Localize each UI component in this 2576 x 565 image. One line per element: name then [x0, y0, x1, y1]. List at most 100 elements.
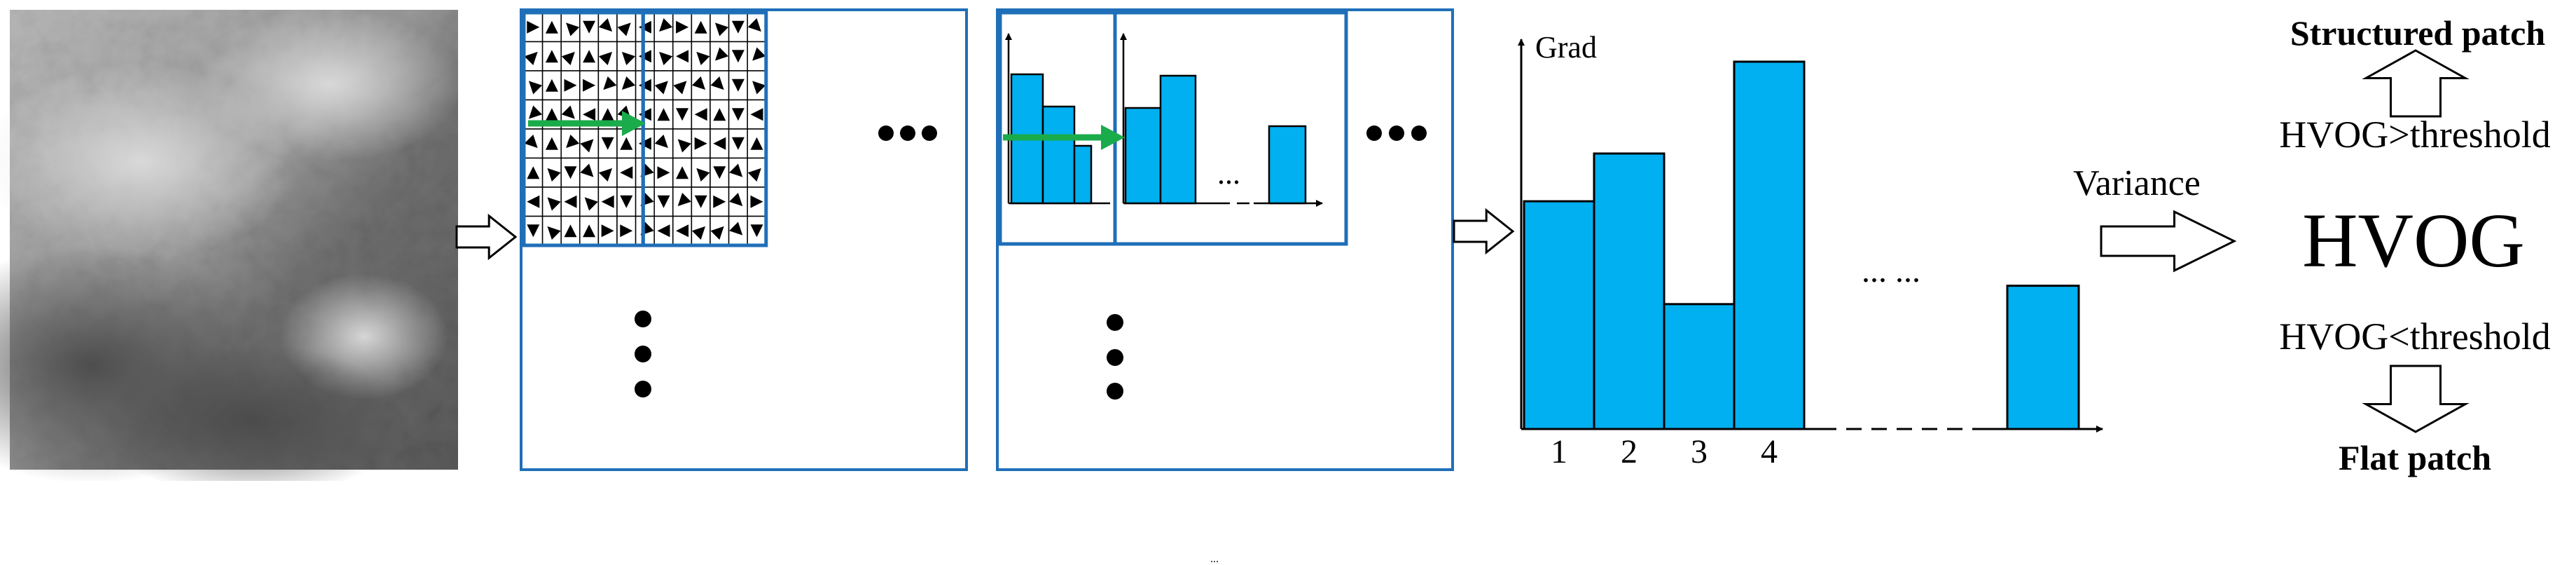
orientation-arrow: [583, 108, 596, 121]
orientation-arrow: [583, 20, 596, 34]
orientation-arrow: [527, 166, 540, 179]
orientation-arrow: [583, 50, 596, 63]
orientation-arrow: [676, 50, 689, 63]
vertical-dot: [635, 346, 651, 362]
main-x-tick-label: 1: [1551, 433, 1567, 470]
orientation-arrow: [657, 195, 670, 208]
up-block-arrow: [2362, 49, 2470, 118]
orientation-arrow: [713, 166, 726, 179]
orientation-arrow: [676, 166, 689, 179]
orientation-arrow: [713, 137, 726, 150]
orientation-arrow: [547, 197, 561, 211]
orientation-arrow: [676, 224, 689, 238]
vertical-dot: [1107, 314, 1123, 331]
orientation-arrow: [564, 195, 577, 208]
orientation-arrow: [638, 79, 651, 92]
orientation-arrow: [752, 47, 766, 61]
orientation-arrow: [714, 47, 729, 61]
lower-condition-label: HVOG<threshold: [2279, 315, 2550, 358]
ellipsis-dot: [900, 125, 915, 141]
orientation-arrow: [731, 20, 745, 34]
variance-label: Variance: [2073, 163, 2201, 203]
orientation-arrow: [713, 195, 726, 208]
orientation-arrow: [638, 108, 651, 121]
orientation-arrow: [731, 79, 745, 92]
image-patch: [0, 7, 462, 498]
orientation-arrow: [750, 195, 763, 208]
orientation-arrow: [638, 137, 651, 150]
down-block-arrow: [2362, 365, 2470, 433]
orientation-arrow: [564, 224, 577, 238]
main-y-label: Grad: [1535, 30, 1597, 64]
orientation-arrow: [547, 226, 561, 240]
orientation-arrow: [752, 81, 766, 95]
orientation-arrow: [729, 193, 743, 207]
orientation-arrow: [713, 108, 726, 121]
mini2-bar: [1124, 107, 1162, 205]
orientation-arrow: [750, 137, 763, 150]
main-gap-ellipsis: ... ...: [1862, 252, 1920, 290]
main-hist-bar: [1733, 60, 1806, 430]
orientation-arrow: [750, 108, 763, 121]
block-arrow-2: [1453, 207, 1515, 255]
orientation-arrow: [694, 137, 707, 150]
orientation-arrow: [620, 195, 633, 208]
mini-hist-ellipsis: ...: [1217, 156, 1240, 191]
orientation-arrow: [527, 195, 540, 208]
orientation-arrow: [657, 166, 670, 179]
orientation-arrow: [564, 79, 577, 92]
main-hist-bar: [2006, 285, 2080, 430]
cell-block-2: [641, 11, 768, 247]
structured-patch-label: Structured patch: [2290, 13, 2546, 53]
orientation-arrow: [601, 224, 614, 238]
main-x-tick-label: 2: [1621, 433, 1637, 470]
mini2-bar: [1159, 74, 1197, 205]
orientation-arrow: [657, 224, 670, 238]
main-hist-bar: [1663, 303, 1736, 430]
orientation-arrow: [729, 163, 743, 177]
panel3-frame: [996, 8, 1454, 471]
grid-cell: [579, 12, 600, 43]
orientation-arrow: [601, 137, 614, 150]
orientation-arrow: [584, 197, 598, 211]
upper-condition-label: HVOG>threshold: [2279, 114, 2550, 156]
orientation-arrow: [747, 168, 761, 182]
hvog-label: HVOG: [2302, 198, 2525, 283]
mini1-bar: [1073, 144, 1093, 205]
hist-block-2: [1113, 11, 1348, 246]
orientation-arrow: [714, 22, 729, 36]
orientation-arrow: [731, 137, 745, 150]
ellipsis-dot: [1389, 125, 1404, 141]
orientation-arrow: [710, 226, 724, 240]
orientation-arrow: [729, 222, 743, 236]
orientation-arrow: [694, 195, 707, 208]
orientation-arrow: [545, 50, 558, 63]
ellipsis-dot: [1411, 125, 1427, 141]
orientation-arrow: [620, 224, 633, 238]
orientation-arrow: [545, 108, 558, 121]
orientation-arrow: [620, 166, 633, 179]
orientation-arrow: [564, 166, 577, 179]
block-arrow-1: [455, 213, 518, 261]
main-x-tick-label: 3: [1691, 433, 1708, 470]
orientation-arrow: [638, 50, 651, 63]
orientation-arrow: [620, 137, 633, 150]
orientation-arrow: [694, 108, 707, 121]
orientation-arrow: [676, 20, 689, 34]
orientation-arrow: [731, 108, 745, 121]
orientation-arrow: [657, 108, 670, 121]
orientation-arrow: [601, 108, 614, 121]
orientation-arrow: [545, 20, 558, 34]
grid-cell: [672, 157, 693, 188]
orientation-arrow: [676, 108, 689, 121]
orientation-arrow: [691, 226, 706, 240]
mini2-bar: [1268, 125, 1307, 205]
orientation-arrow: [677, 193, 691, 207]
ellipsis-dot: [878, 125, 894, 141]
flat-patch-label: Flat patch: [2339, 438, 2491, 477]
mini1-bar: [1041, 105, 1076, 205]
orientation-arrow: [750, 224, 763, 238]
vertical-dot: [1107, 383, 1123, 400]
orientation-arrow: [601, 195, 614, 208]
